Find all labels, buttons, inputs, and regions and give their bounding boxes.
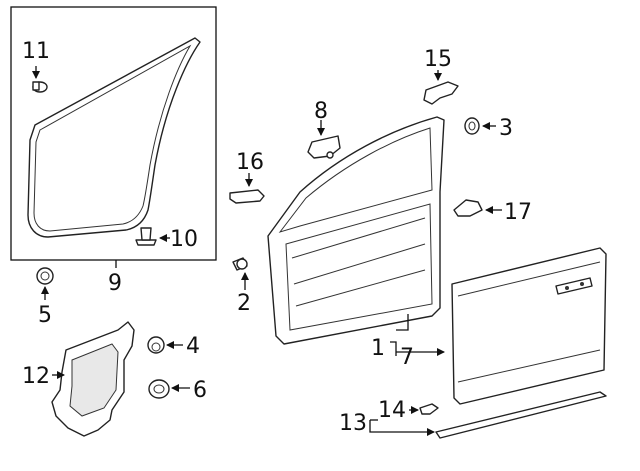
callout-15: 15: [424, 47, 452, 72]
callout-14: 14: [378, 398, 406, 423]
leader-1-bracket: [396, 314, 409, 331]
handle-pocket: [555, 277, 593, 295]
bolt-2-part: [232, 257, 248, 271]
callout-3: 3: [499, 116, 513, 141]
door-weatherstrip-inner: [33, 44, 192, 232]
clip-15-part: [423, 81, 459, 105]
plug-3-part: [464, 117, 480, 135]
callout-12: 12: [22, 364, 50, 389]
door-shell-1: [267, 116, 445, 345]
callout-7: 7: [400, 345, 414, 370]
callout-13: 13: [339, 411, 367, 436]
clip-14-part: [419, 403, 439, 415]
callout-6: 6: [193, 378, 207, 403]
inner-panel-12-recess: [69, 343, 119, 417]
washer-6-part: [148, 379, 170, 399]
check-17-part: [453, 199, 483, 217]
callout-11: 11: [22, 39, 50, 64]
bushing-4-part: [147, 336, 165, 354]
clip-10-part: [135, 227, 157, 246]
callout-16: 16: [236, 150, 264, 175]
leader-13: [369, 420, 435, 436]
molding-13-part: [435, 391, 607, 439]
callout-4: 4: [186, 334, 200, 359]
weatherstrip-inset: [10, 6, 217, 261]
callout-2: 2: [237, 291, 251, 316]
bracket-16-part: [229, 189, 265, 204]
leader-1-7-join: [390, 341, 397, 356]
callout-10: 10: [170, 227, 198, 252]
clip-11-part: [32, 81, 48, 93]
door-weatherstrip-outer: [27, 37, 201, 238]
callout-1: 1: [371, 336, 385, 361]
grommet-5-part: [36, 267, 54, 285]
callout-9: 9: [108, 271, 122, 296]
callout-5: 5: [38, 303, 52, 328]
outer-panel-7: [451, 247, 607, 405]
callout-8: 8: [314, 99, 328, 124]
hinge-8-part: [307, 135, 341, 159]
callout-17: 17: [504, 200, 532, 225]
